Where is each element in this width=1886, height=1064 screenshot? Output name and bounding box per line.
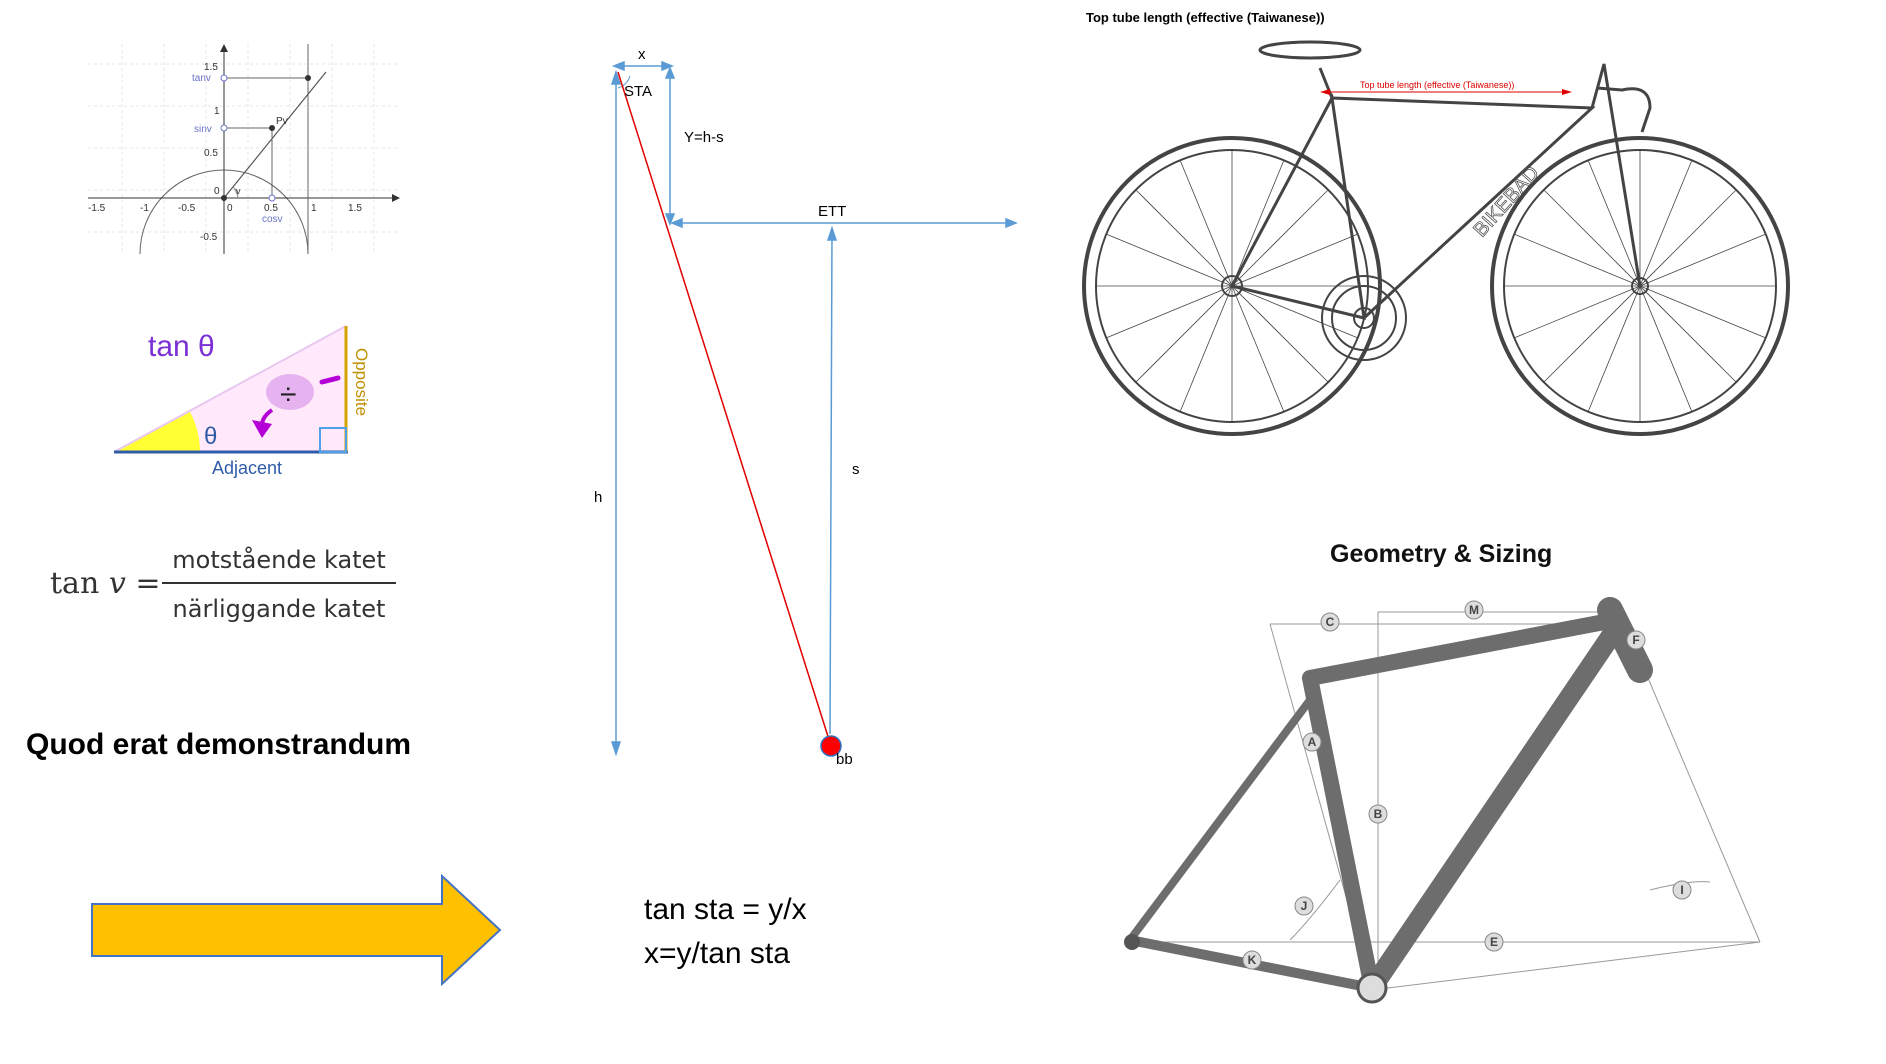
seat-tube-line: [617, 71, 832, 747]
x-tick: 1: [311, 203, 317, 214]
tan-sta-equations: tan sta = y/x x=y/tan sta: [644, 888, 807, 976]
geo-label: J: [1301, 899, 1308, 913]
theta-label: θ: [204, 423, 217, 450]
point-label: Pv: [276, 116, 288, 127]
sta-label: STA: [624, 83, 652, 100]
down-tube: [1362, 620, 1625, 998]
x-label: x: [638, 46, 646, 63]
divide-symbol: ÷: [280, 378, 296, 411]
top-tube-label: Top tube length (effective (Taiwanese)): [1360, 80, 1514, 90]
y-tick: -0.5: [200, 232, 218, 243]
bb-label: bb: [836, 751, 853, 768]
tan-var: v: [108, 566, 126, 601]
tan-definition-formula: tan v = motstående katet närliggande kat…: [50, 540, 410, 630]
fraction: motstående katet närliggande katet: [162, 540, 396, 626]
seat-tube: [1302, 670, 1380, 996]
bb-shell: [1356, 972, 1388, 1004]
geometry-labels: C M F A B J I E K: [1242, 600, 1692, 970]
road-bike-drawing: Top tube length (effective (Taiwanese)) …: [1082, 40, 1790, 436]
geo-label: E: [1490, 935, 1498, 949]
fraction-bar: [162, 582, 396, 584]
y-tick: 1: [214, 106, 220, 117]
angle-label: v: [236, 186, 241, 196]
head-tube: [1597, 597, 1653, 683]
geometry-title: Geometry & Sizing: [1330, 540, 1553, 568]
h-label: h: [594, 489, 602, 506]
x-tick: -1: [140, 203, 149, 214]
geometry-frame-drawing: C M F A B J I E K: [1124, 597, 1761, 1004]
x-tick: 0: [227, 203, 233, 214]
top-tube: [1302, 612, 1623, 686]
y-tick: 0.5: [204, 148, 218, 159]
equals-sign: =: [135, 566, 161, 601]
cos-label: cosv: [262, 214, 283, 225]
geo-label: C: [1326, 615, 1335, 629]
ett-label: ETT: [818, 203, 846, 220]
frame: [1230, 63, 1652, 320]
geo-label: I: [1680, 883, 1683, 897]
top-tube-title: Top tube length (effective (Taiwanese)): [1086, 10, 1325, 25]
sin-label: sinv: [194, 124, 212, 135]
ett-geometry-diagram: x STA Y=h-s ETT h s bb: [594, 46, 1019, 768]
seat-stay: [1126, 696, 1314, 944]
unit-circle-diagram: -1.5 -1 -0.5 0 0.5 1 1.5 1.5 1 0.5 -0.5 …: [88, 44, 400, 255]
origin-label: 0: [214, 186, 220, 197]
y-label: Y=h-s: [684, 129, 724, 146]
geo-label: B: [1374, 807, 1383, 821]
tan-label: tanv: [192, 73, 211, 84]
bottom-bracket-dot: [820, 735, 842, 757]
s-label: s: [852, 461, 860, 478]
adjacent-label: Adjacent: [212, 458, 282, 478]
right-arrow-shape: [91, 874, 502, 986]
saddle: [1258, 40, 1362, 60]
qed-text: Quod erat demonstrandum: [26, 728, 412, 761]
chainring: [1321, 275, 1407, 361]
tan-theta-triangle: ÷ tan θ θ Adjacent Opposite: [113, 325, 371, 478]
geo-label: F: [1632, 633, 1639, 647]
x-tick: 1.5: [348, 203, 362, 214]
tan-eq-line-1: tan sta = y/x: [644, 893, 807, 926]
x-tick: -0.5: [178, 203, 196, 214]
y-tick: 1.5: [204, 62, 218, 73]
tan-func: tan: [50, 566, 100, 601]
geo-label: M: [1469, 603, 1479, 617]
geo-label: K: [1248, 953, 1257, 967]
numerator: motstående katet: [172, 546, 386, 574]
tan-theta-title: tan θ: [148, 330, 215, 363]
geo-label: A: [1308, 735, 1317, 749]
denominator: närliggande katet: [172, 595, 386, 623]
tan-eq-line-2: x=y/tan sta: [644, 937, 790, 970]
x-tick: -1.5: [88, 203, 106, 214]
opposite-label: Opposite: [352, 348, 371, 416]
x-tick: 0.5: [264, 203, 278, 214]
